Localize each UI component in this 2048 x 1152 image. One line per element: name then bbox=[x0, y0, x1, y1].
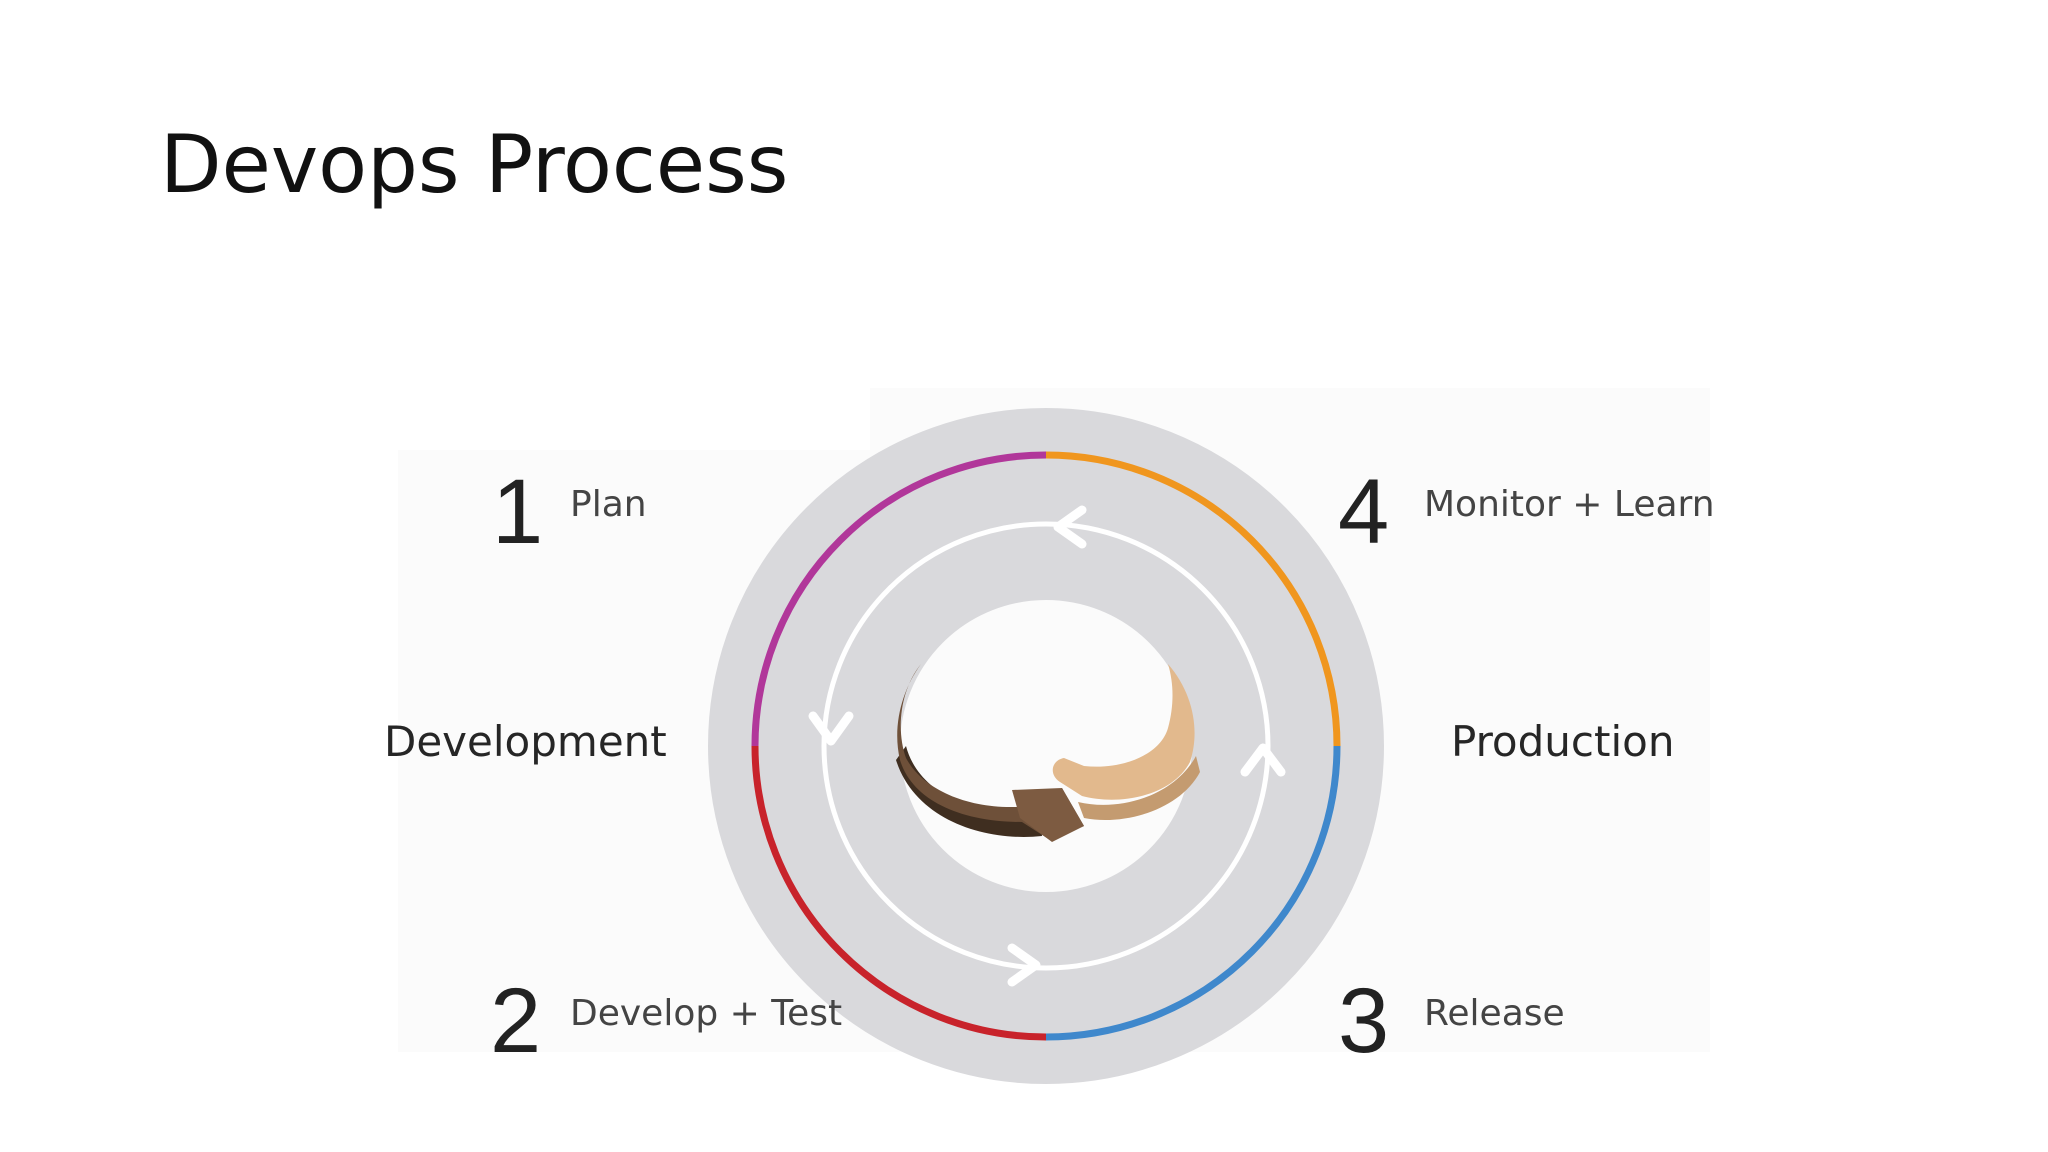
step-3-label: Release bbox=[1424, 993, 1565, 1034]
arrow-head-top bbox=[1053, 505, 1087, 549]
figure-fade bbox=[390, 380, 870, 450]
arrow-head-bottom bbox=[1007, 943, 1041, 987]
arrow-head-left bbox=[808, 711, 854, 746]
step-2-number: 2 bbox=[490, 970, 542, 1072]
hand-left-knuckles bbox=[1012, 788, 1084, 842]
arc-plan bbox=[751, 451, 1047, 747]
step-3-number: 3 bbox=[1338, 970, 1390, 1072]
step-1-number: 1 bbox=[492, 461, 544, 563]
hand-left bbox=[897, 664, 1084, 840]
cycle-ring bbox=[708, 408, 1384, 1084]
phase-production-label: Production bbox=[1451, 717, 1675, 766]
hand-right bbox=[1052, 664, 1195, 800]
arc-monitor-learn bbox=[1045, 451, 1341, 747]
step-4-number: 4 bbox=[1338, 461, 1390, 563]
step-4-label: Monitor + Learn bbox=[1424, 484, 1715, 525]
step-1-label: Plan bbox=[570, 484, 647, 525]
step-2-label: Develop + Test bbox=[570, 993, 843, 1034]
arrow-head-right bbox=[1240, 743, 1286, 777]
hand-right-shadow bbox=[1078, 756, 1200, 821]
arc-release bbox=[1045, 745, 1341, 1041]
joined-hands-icon bbox=[896, 664, 1200, 842]
phase-development-label: Development bbox=[384, 717, 667, 766]
arrow-track bbox=[821, 521, 1271, 971]
slide-title: Devops Process bbox=[160, 118, 789, 211]
arc-develop-test bbox=[751, 745, 1047, 1041]
